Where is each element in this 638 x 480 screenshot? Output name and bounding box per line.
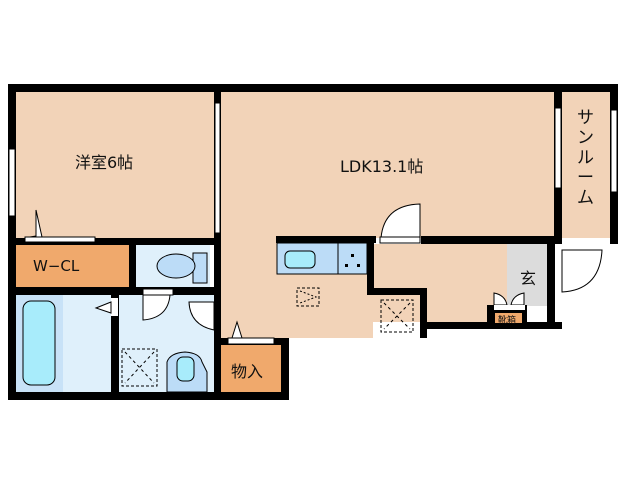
shoe-box [495, 313, 522, 323]
washer-space-icon [121, 348, 158, 387]
wall-step-down [420, 288, 427, 338]
storage-label: 物入 [231, 362, 264, 381]
toilet-icon [156, 253, 196, 279]
fridge-space-icon [296, 287, 320, 307]
wall-top [8, 84, 618, 92]
wall-western-right [214, 84, 221, 400]
bathtub-icon [22, 300, 56, 386]
door-arrow-icon [29, 209, 43, 238]
wall-kitchen-right [367, 236, 374, 294]
wall-kitchen-step [367, 288, 426, 295]
storage [221, 345, 281, 392]
ldk-room [221, 92, 554, 238]
walk-in-closet [16, 245, 129, 287]
wall-entrance-right [547, 244, 555, 329]
wall-bath-wash [111, 295, 119, 392]
wall-wcl-toilet [129, 238, 136, 295]
ldk-label: LDK13.1帖 [340, 157, 424, 176]
western-room [16, 92, 214, 238]
bathroom-floor [63, 295, 111, 392]
western-room-label: 洋室6帖 [75, 153, 134, 172]
kitchen-sink-icon [284, 250, 316, 269]
wall-ldk-mid [421, 236, 562, 244]
door-swing-icon [380, 203, 421, 239]
window-icon [8, 102, 618, 234]
wall-wcl-bottom [8, 287, 214, 295]
sunroom-label: サンルーム [577, 108, 594, 208]
wall-western-bottom [8, 238, 214, 245]
wall-bottom-left [8, 392, 289, 400]
walk-in-closet-label: W−CL [33, 257, 80, 275]
entrance-label: 玄 [520, 269, 537, 288]
shoe-box-label: 靴箱 [498, 316, 517, 326]
closet-door [24, 236, 96, 243]
wall-storage-right [281, 338, 289, 400]
sunroom [562, 92, 610, 238]
ldk-corridor [373, 244, 508, 322]
wall-kitchen-top [276, 236, 376, 243]
entrance-door-icon [561, 249, 603, 293]
